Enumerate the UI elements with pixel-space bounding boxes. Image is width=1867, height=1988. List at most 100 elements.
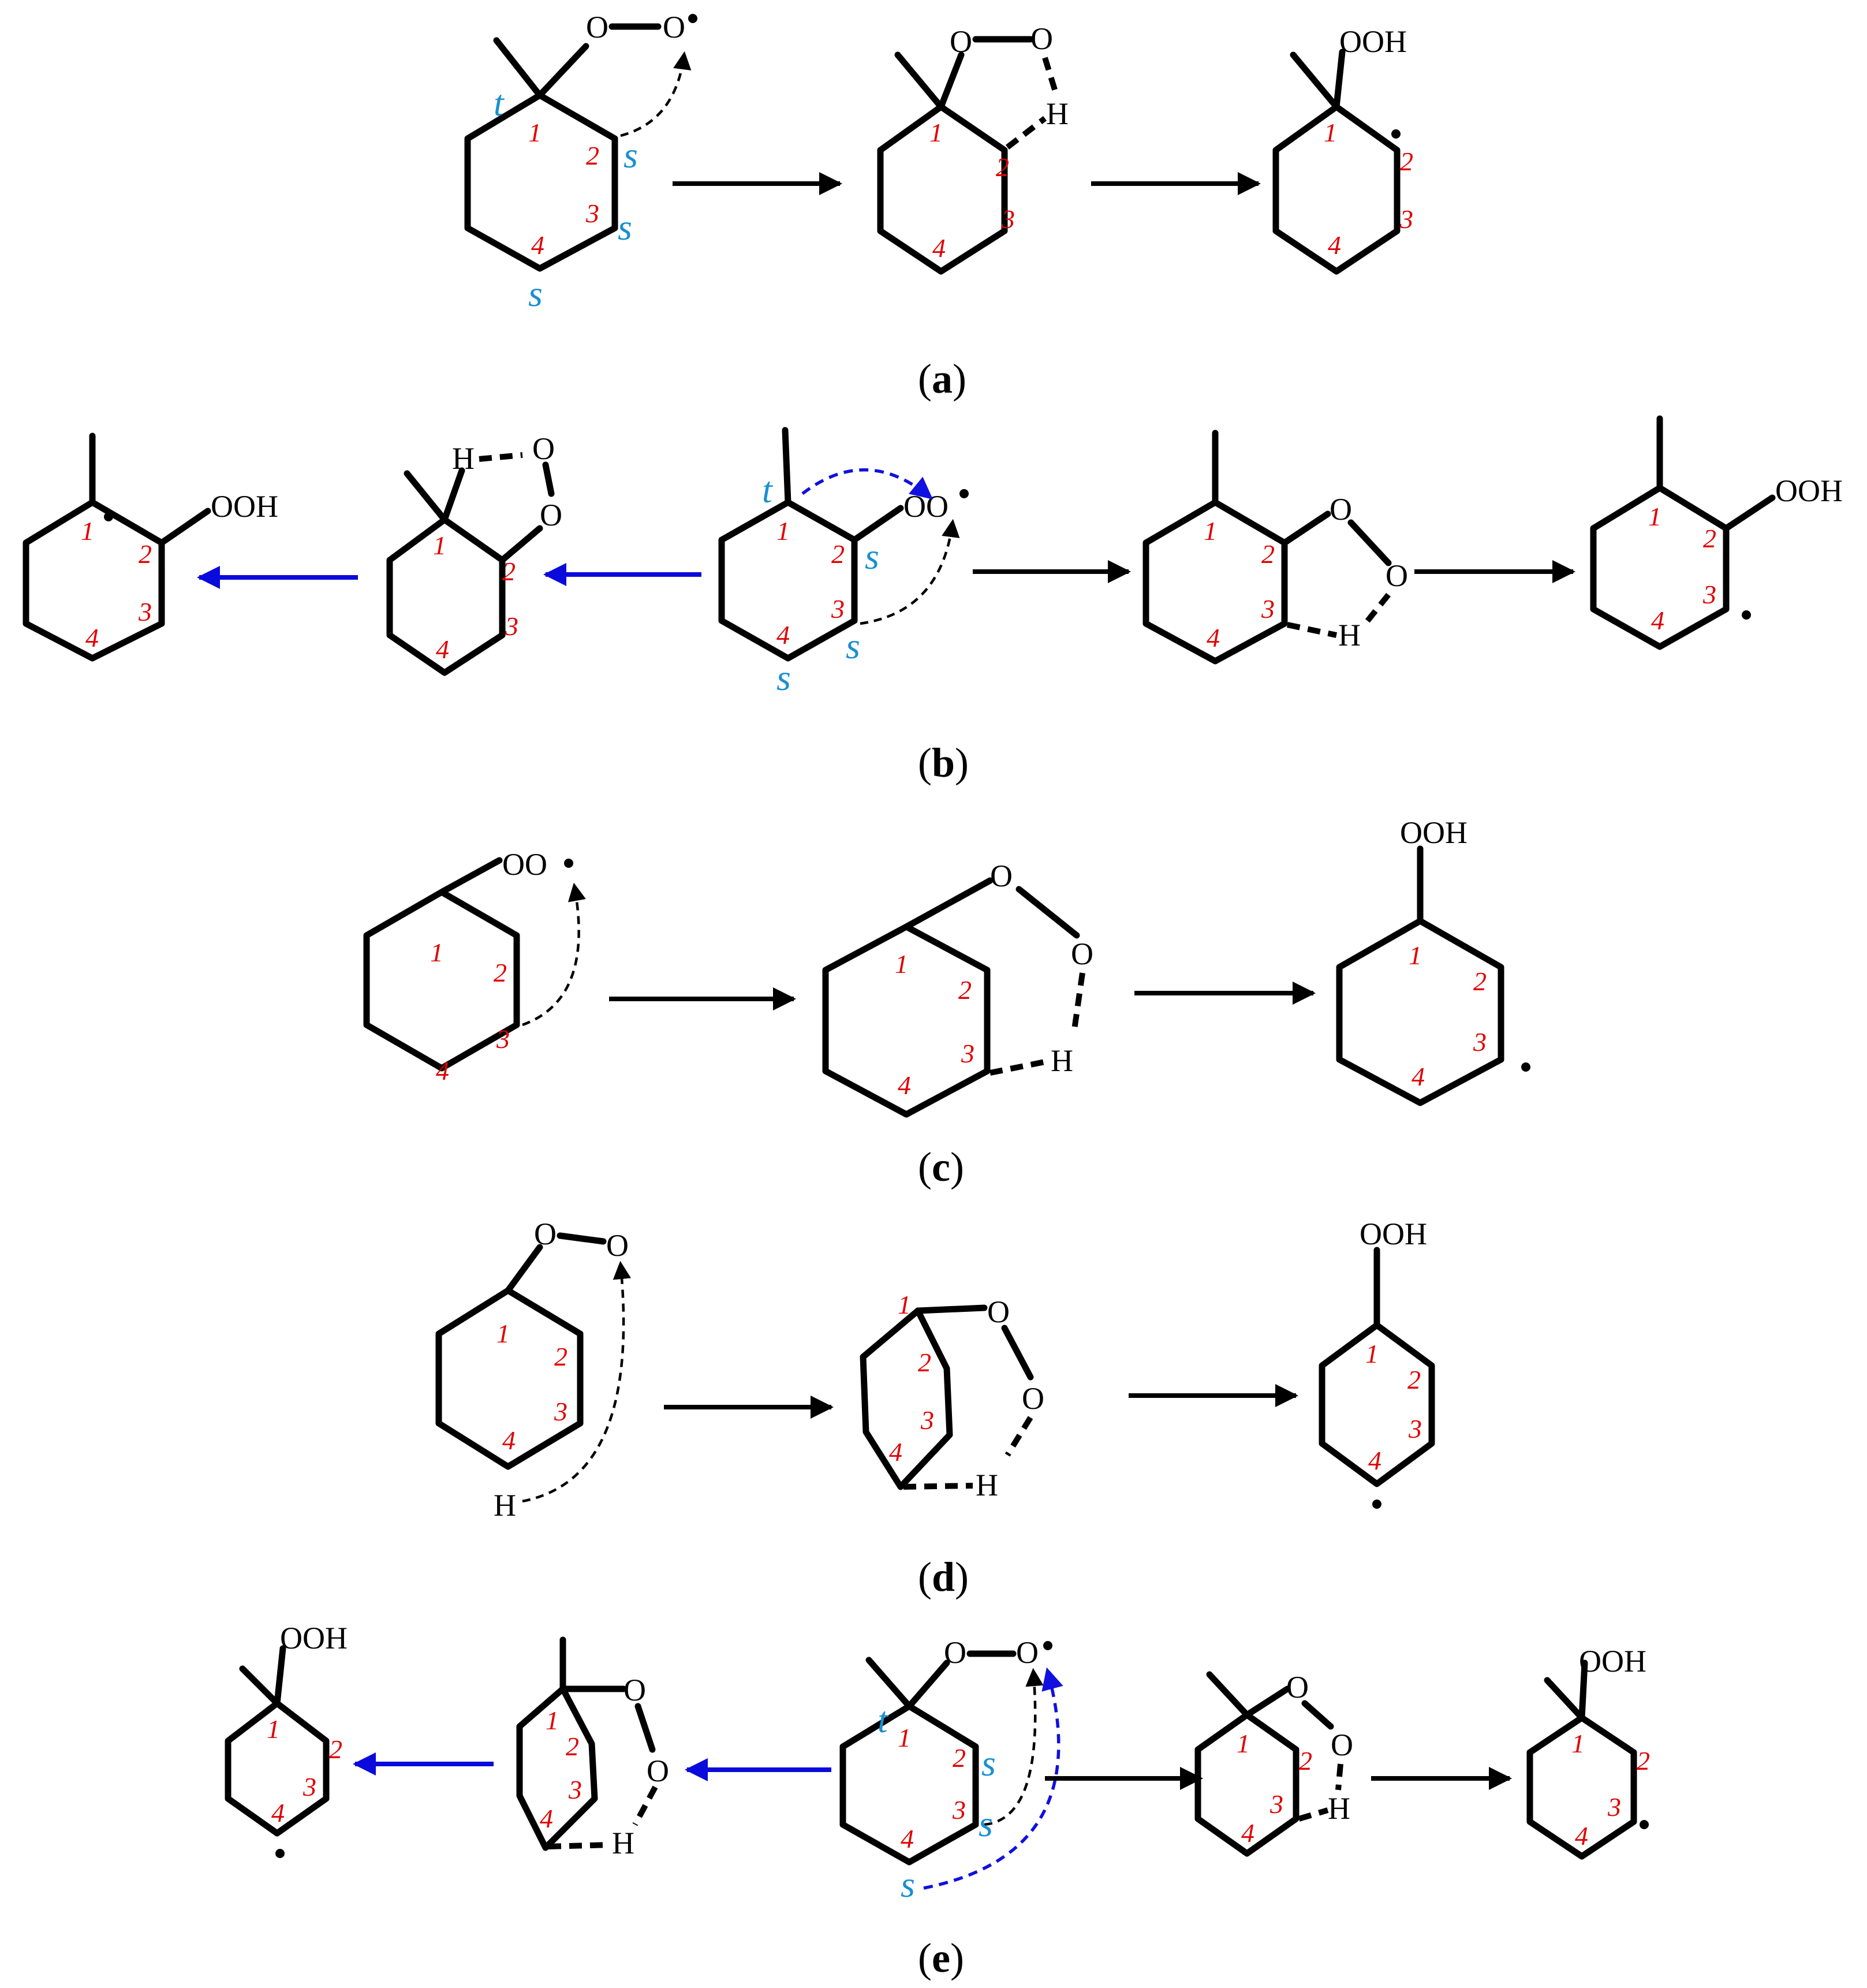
cyclohexane-ring xyxy=(1526,1714,1637,1860)
site-label-s: s xyxy=(901,1864,915,1905)
methyl-bond xyxy=(239,1665,281,1707)
carbon-number-1: 1 xyxy=(898,1723,911,1752)
carbon-number-4: 4 xyxy=(1368,1446,1381,1475)
panel-e-right-transition-state: O O H 1 2 3 4 xyxy=(1194,1670,1353,1857)
carbon-number-1: 1 xyxy=(776,516,790,546)
c-o-bond xyxy=(906,1659,950,1710)
cyclohexane-ring xyxy=(516,1685,598,1851)
hydrogen-atom: H xyxy=(1328,1791,1350,1826)
cyclohexane-ring xyxy=(1336,917,1504,1106)
cyclohexane-ring xyxy=(363,889,520,1072)
carbon-number-1: 1 xyxy=(81,516,94,546)
carbon-number-4: 4 xyxy=(1651,606,1664,635)
panel-a-transition-state: O O H 1 2 3 4 xyxy=(877,21,1069,275)
carbon-number-4: 4 xyxy=(889,1437,902,1467)
c-o-bond xyxy=(903,877,994,930)
carbon-number-4: 4 xyxy=(502,1426,516,1455)
c-h-bond xyxy=(441,467,465,523)
carbon-number-4: 4 xyxy=(1412,1062,1425,1091)
carbon-number-2: 2 xyxy=(1261,539,1275,569)
carbon-number-1: 1 xyxy=(433,531,446,560)
carbon-number-4: 4 xyxy=(531,230,544,260)
h-transfer-curve xyxy=(620,51,692,137)
oxygen-atom: O xyxy=(987,1295,1010,1329)
carbon-number-1: 1 xyxy=(1204,516,1217,546)
methyl-bond xyxy=(493,37,543,99)
site-label-s: s xyxy=(776,657,791,698)
carbon-number-3: 3 xyxy=(1408,1414,1422,1444)
carbon-number-2: 2 xyxy=(586,141,599,170)
panel-b-right-product: OOH 1 2 3 4 xyxy=(1590,415,1843,650)
h-bond-dashed xyxy=(1363,592,1391,626)
hydroperoxy-group: OOH xyxy=(1579,1644,1646,1679)
carbon-number-1: 1 xyxy=(528,118,542,147)
carbon-number-2: 2 xyxy=(1703,524,1716,553)
cyclohexane-ring xyxy=(435,1287,584,1470)
carbon-number-2: 2 xyxy=(996,152,1009,182)
carbon-number-2: 2 xyxy=(1400,147,1413,176)
carbon-number-2: 2 xyxy=(953,1743,966,1773)
panel-b-right-transition-state: O O H 1 2 3 4 xyxy=(1142,430,1408,665)
h-transfer-curve xyxy=(860,519,960,625)
radical-dot xyxy=(1372,1500,1381,1509)
carbon-number-1: 1 xyxy=(898,1290,911,1319)
peroxy-group: OO xyxy=(502,847,547,882)
panel-b-reactant: OO t s s s 1 2 3 4 xyxy=(718,427,969,698)
h-transfer-curve-blue xyxy=(923,1667,1063,1890)
h-bond-dashed xyxy=(1005,1416,1033,1457)
hydrogen-atom: H xyxy=(976,1468,998,1502)
c-h-bond-dashed xyxy=(1286,622,1338,638)
carbon-number-2: 2 xyxy=(1407,1365,1421,1394)
panel-a-reactant: O O t s s s 1 2 3 4 xyxy=(464,10,697,314)
carbon-number-3: 3 xyxy=(1607,1792,1621,1822)
oxygen-radical-atom: O xyxy=(663,10,685,44)
carbon-number-2: 2 xyxy=(139,539,152,569)
o-o-bond xyxy=(1301,1700,1334,1730)
radical-dot xyxy=(275,1849,285,1858)
cyclohexane-ring xyxy=(225,1700,330,1837)
c-o-bond xyxy=(158,508,211,546)
radical-dot xyxy=(1391,129,1401,139)
hydroperoxy-group: OOH xyxy=(1775,473,1843,508)
panel-b-left-product: OOH 1 2 3 4 xyxy=(23,432,278,662)
c-o-bond xyxy=(1578,1659,1588,1721)
radical-dot xyxy=(688,14,697,23)
c-o-bond xyxy=(1333,49,1346,110)
oxygen-atom: O xyxy=(1030,21,1053,56)
carbon-number-2: 2 xyxy=(329,1735,342,1764)
carbon-number-3: 3 xyxy=(568,1775,582,1804)
h-transfer-curve xyxy=(522,1260,632,1503)
hydrogen-atom: H xyxy=(452,441,475,476)
carbon-number-4: 4 xyxy=(436,635,449,664)
carbon-number-3: 3 xyxy=(920,1405,934,1435)
cyclohexane-ring xyxy=(822,923,991,1118)
oxygen-atom: O xyxy=(1386,558,1408,593)
panel-d: O O H 1 2 3 4 O O H 1 2 3 4 xyxy=(435,1217,1435,1600)
panel-caption-c: (c) xyxy=(918,1144,964,1190)
carbon-number-1: 1 xyxy=(1571,1729,1585,1758)
cyclohexane-ring xyxy=(464,92,618,272)
methyl-bond xyxy=(894,51,944,110)
panel-c-product: OOH 1 2 3 4 xyxy=(1336,815,1530,1106)
panel-e-right-product: OOH 1 2 3 4 xyxy=(1526,1644,1650,1860)
carbon-number-3: 3 xyxy=(496,1024,510,1054)
site-label-s: s xyxy=(846,625,860,666)
hydrogen-atom: H xyxy=(1051,1043,1073,1078)
c-o-bond xyxy=(938,51,965,110)
cyclohexane-ring xyxy=(1272,103,1401,275)
carbon-number-1: 1 xyxy=(267,1714,280,1744)
carbon-number-2: 2 xyxy=(1473,967,1487,996)
o-o-bond xyxy=(542,461,555,497)
h-transfer-curve-blue xyxy=(801,468,933,499)
site-label-s: s xyxy=(981,1743,996,1784)
carbon-number-2: 2 xyxy=(554,1342,567,1371)
h-bond-dashed xyxy=(1042,57,1059,96)
oxygen-atom: O xyxy=(944,1635,966,1670)
c-o-bond xyxy=(499,525,543,564)
hydrogen-atom: H xyxy=(612,1826,634,1860)
radical-dot xyxy=(1043,1641,1052,1650)
c-o-bond xyxy=(536,43,589,99)
carbon-number-1: 1 xyxy=(1324,118,1337,147)
c-o-bond xyxy=(274,1645,286,1707)
